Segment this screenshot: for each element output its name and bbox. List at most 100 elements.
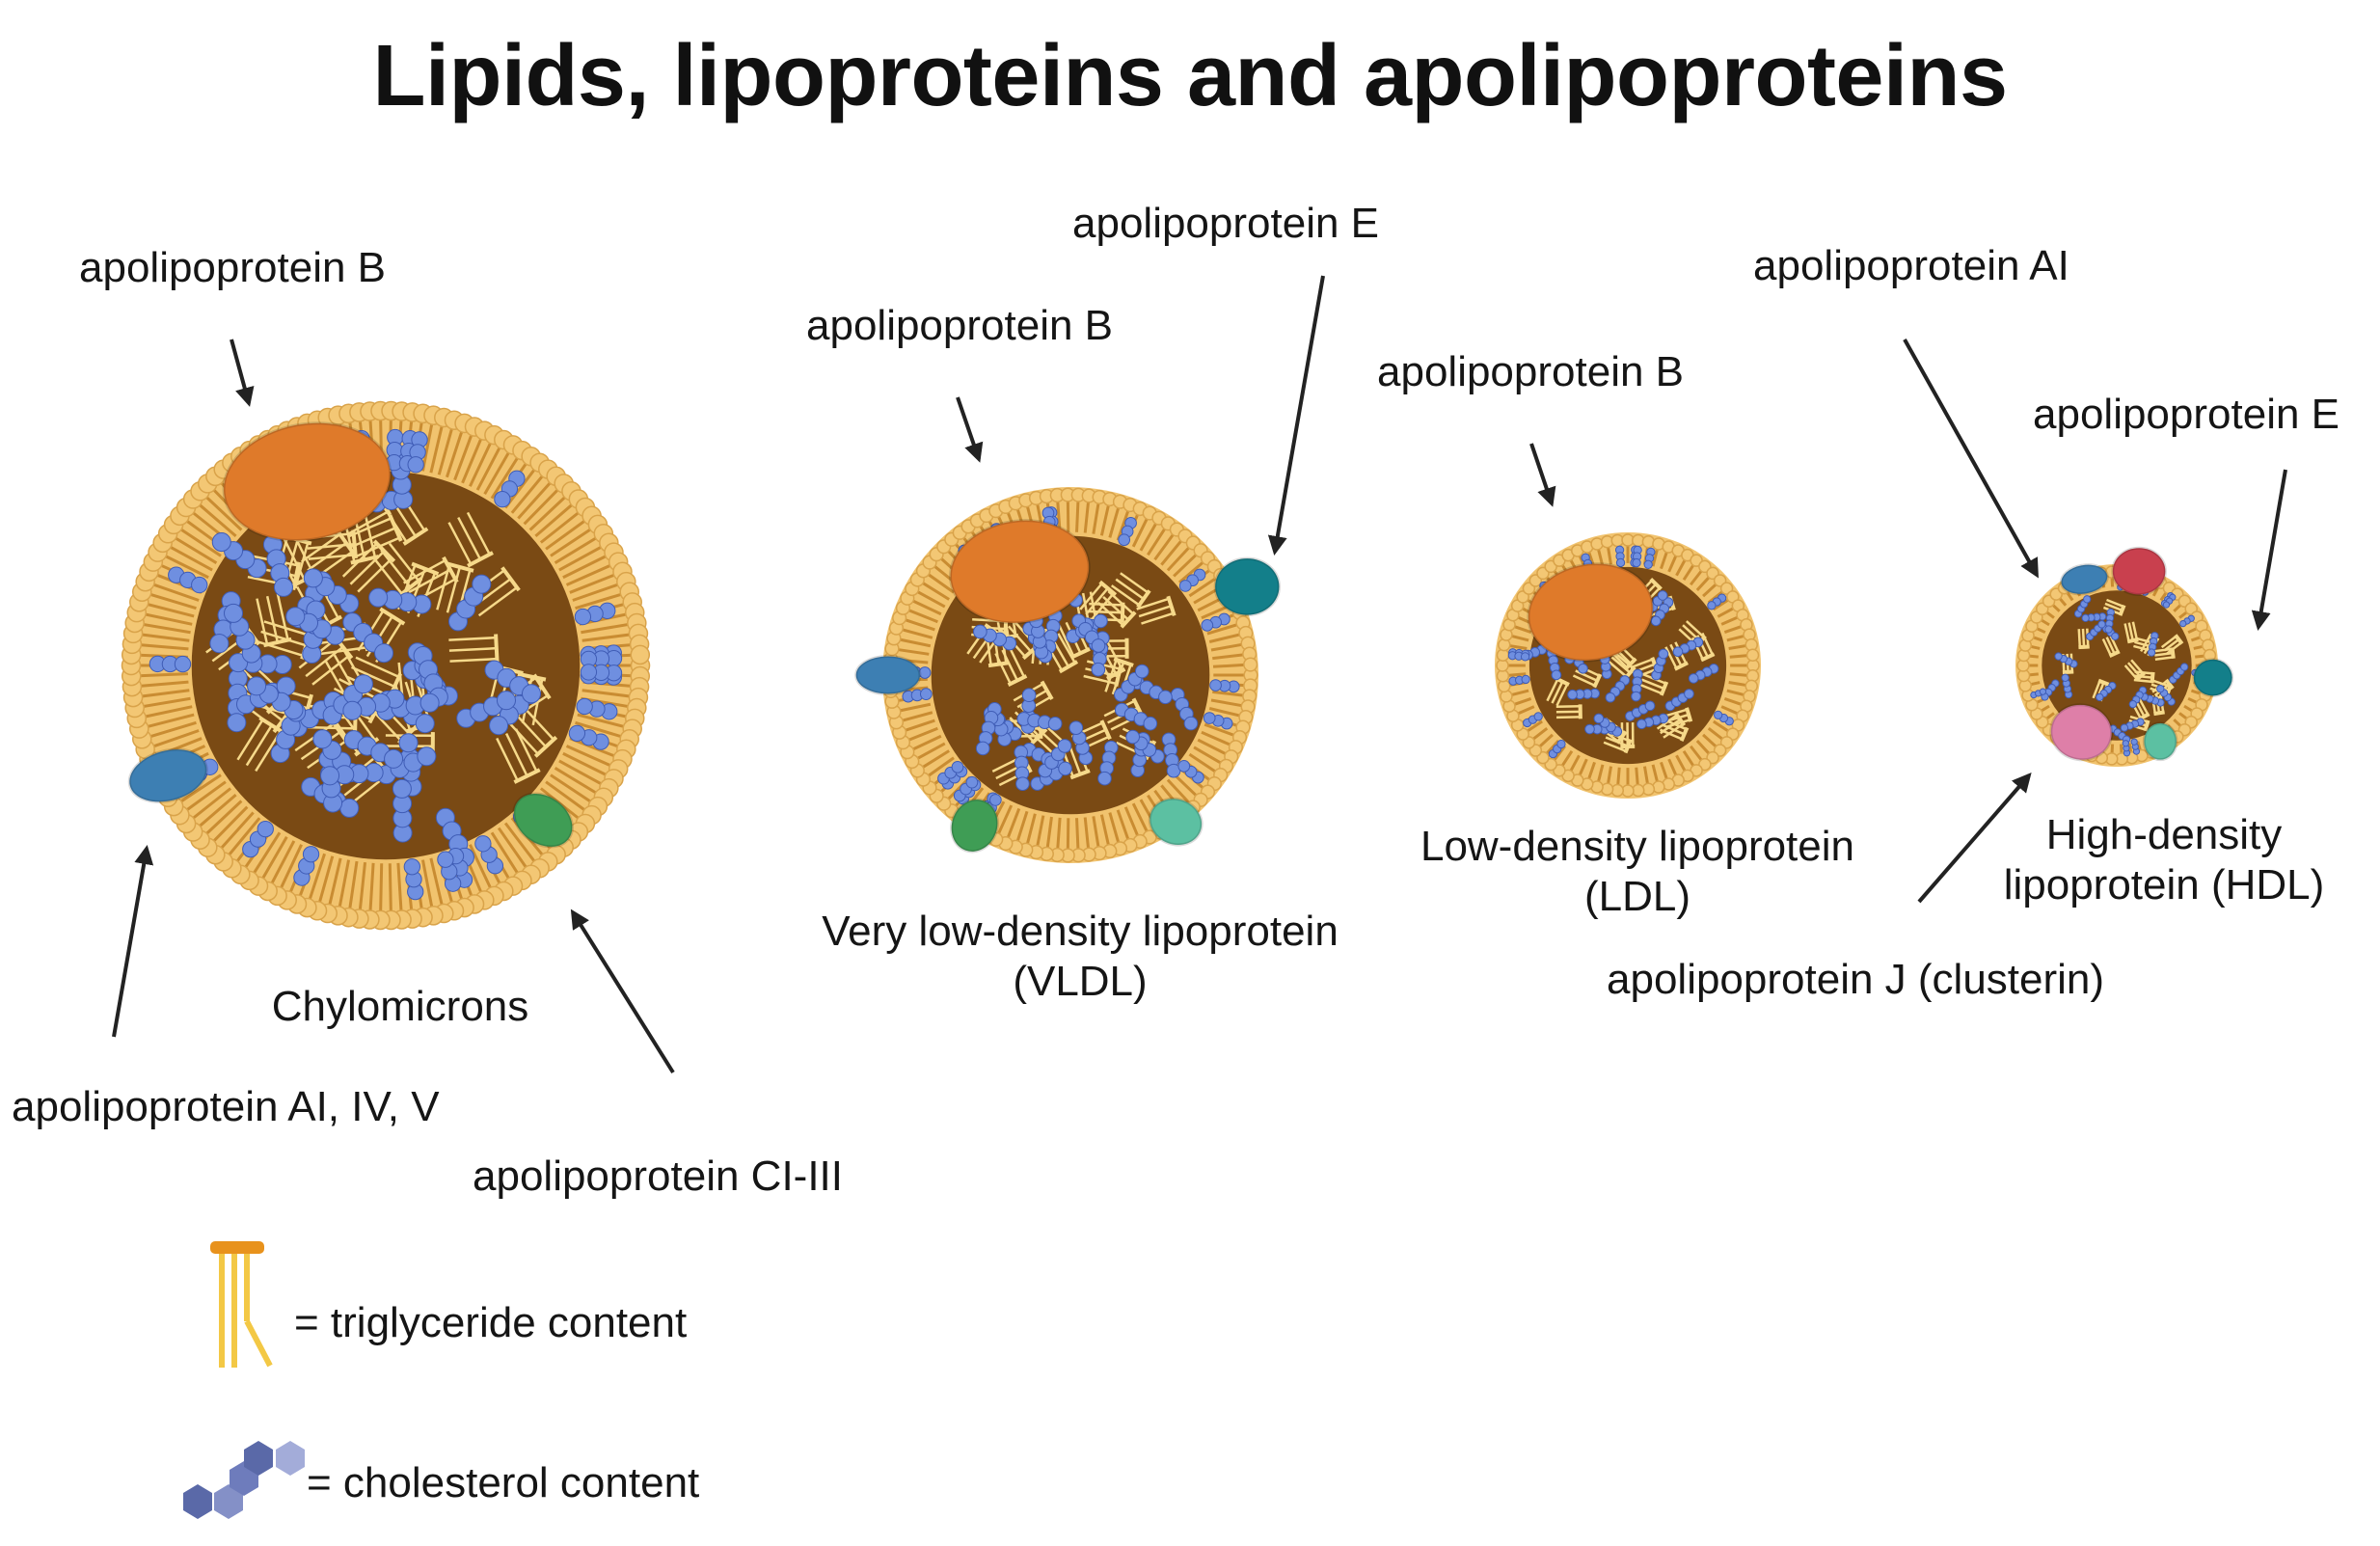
phospholipid-tail	[134, 689, 190, 699]
phospholipid-tail	[1035, 815, 1045, 851]
shell-cholesterol	[257, 820, 274, 838]
phospholipid-tail	[558, 759, 609, 789]
apoa-protein	[854, 655, 922, 695]
phospholipid-tail	[1139, 519, 1160, 552]
shell-cholesterol	[1643, 559, 1653, 569]
cholesterol-molecule	[1021, 688, 1037, 703]
phospholipid-tail	[565, 561, 617, 586]
phospholipid-head	[630, 644, 651, 665]
shell-cholesterol	[580, 664, 598, 681]
cholesterol-molecule	[1631, 691, 1641, 702]
shell-cholesterol	[1556, 739, 1566, 749]
phospholipid-tail	[490, 831, 523, 881]
phospholipid-tail	[893, 647, 930, 656]
apob-protein	[222, 421, 392, 542]
phospholipid-tail	[1166, 543, 1194, 572]
phospholipid-tail	[554, 532, 603, 564]
cholesterol-molecule	[1091, 638, 1106, 653]
shell-cholesterol	[1178, 580, 1192, 592]
cholesterol-molecule	[398, 733, 419, 753]
phospholipid-tail	[358, 861, 367, 917]
phospholipid-tail	[558, 542, 609, 572]
hdl-apoe-label: apolipoprotein E	[2033, 391, 2340, 438]
phospholipid-tail	[1014, 810, 1029, 846]
triglyceride-molecule	[504, 704, 558, 758]
cholesterol-molecule	[2179, 663, 2189, 671]
apoe-protein	[2192, 658, 2234, 697]
shell-cholesterol	[1615, 557, 1626, 568]
phospholipid-tail	[901, 719, 935, 734]
ldl-apob-label: apolipoprotein B	[1377, 348, 1685, 395]
phospholipid-tail	[1108, 502, 1122, 538]
shell-cholesterol	[1520, 652, 1530, 662]
cholesterol-molecule	[1658, 648, 1669, 660]
cholesterol-molecule	[417, 746, 437, 767]
phospholipid-tail	[1055, 817, 1062, 854]
cholesterol-molecule	[312, 729, 333, 749]
phospholipid-tail	[1055, 497, 1062, 533]
phospholipid-tail	[420, 859, 435, 914]
phospholipid-tail	[133, 642, 189, 651]
phospholipid-tail	[1210, 698, 1247, 708]
phospholipid-tail	[569, 571, 622, 594]
cholesterol-molecule	[2083, 595, 2092, 604]
triglyceride-molecule	[1136, 595, 1176, 625]
phospholipid-tail	[901, 616, 935, 632]
phospholipid-tail	[1099, 814, 1111, 850]
cholesterol-molecule	[223, 603, 244, 623]
phospholipid-tail	[429, 419, 446, 474]
cholesterol-molecule	[1125, 729, 1140, 745]
chylo-apoa-label: apolipoprotein AI, IV, V	[12, 1083, 440, 1130]
phospholipid-tail	[207, 805, 249, 848]
phospholipid-tail	[1116, 505, 1131, 541]
phospholipid-tail	[138, 705, 193, 719]
cholesterol-molecule	[368, 587, 389, 608]
triglyceride-molecule	[2101, 635, 2121, 658]
phospholipid-tail	[581, 689, 637, 699]
vldl-apoe-label: apolipoprotein E	[1072, 200, 1380, 247]
phospholipid-tail	[337, 859, 351, 914]
phospholipid-tail	[545, 515, 591, 551]
cholesterol-molecule	[209, 634, 230, 654]
cholesterol-molecule	[1684, 689, 1694, 699]
phospholipid-tail	[572, 581, 625, 602]
cholesterol-molecule	[1605, 692, 1616, 703]
phospholipid-tail	[1108, 812, 1122, 848]
phospholipid-tail	[575, 720, 629, 741]
phospholipid-tail	[429, 857, 446, 912]
phospholipid-tail	[944, 775, 971, 803]
ldl-name-line1: Low-density lipoprotein	[1420, 823, 1855, 870]
triglyceride-molecule	[448, 634, 500, 663]
chylo-apob-label: apolipoprotein B	[79, 244, 387, 291]
cholesterol-molecule	[2156, 684, 2165, 693]
hdl-particle	[2015, 546, 2234, 767]
triglyceride-molecule	[994, 645, 1028, 687]
phospholipid-tail	[136, 696, 191, 710]
cholesterol-molecule	[489, 716, 509, 736]
phospholipid-tail	[1131, 514, 1150, 548]
chylo-name-label: Chylomicrons	[271, 983, 529, 1030]
phospholipid-tail	[193, 793, 237, 832]
phospholipid-tail	[461, 431, 485, 484]
cholesterol-molecule	[273, 577, 293, 597]
phospholipid-tail	[918, 749, 950, 772]
arrow-vldl-apob	[956, 396, 984, 463]
cholesterol-molecule	[374, 643, 394, 664]
phospholipid-tail	[379, 863, 384, 918]
cholesterol-molecule	[229, 653, 249, 673]
shell-cholesterol	[494, 490, 511, 508]
cholesterol-molecule	[1047, 716, 1063, 731]
shell-cholesterol	[1201, 619, 1214, 632]
shell-cholesterol	[302, 846, 320, 863]
cholesterol-molecule	[392, 778, 412, 799]
phospholipid-tail	[1212, 690, 1248, 698]
hdl-name-line1: High-density	[2045, 811, 2283, 858]
cholesterol-molecule	[2104, 625, 2113, 634]
phospholipid-tail	[575, 590, 629, 610]
cholesterol-molecule	[339, 798, 360, 818]
phospholipid-tail	[368, 862, 375, 918]
triglyceride-molecule	[2123, 659, 2146, 682]
cholesterol-molecule	[342, 700, 363, 720]
phospholipid-tail	[277, 844, 303, 895]
shell-cholesterol	[191, 576, 208, 594]
